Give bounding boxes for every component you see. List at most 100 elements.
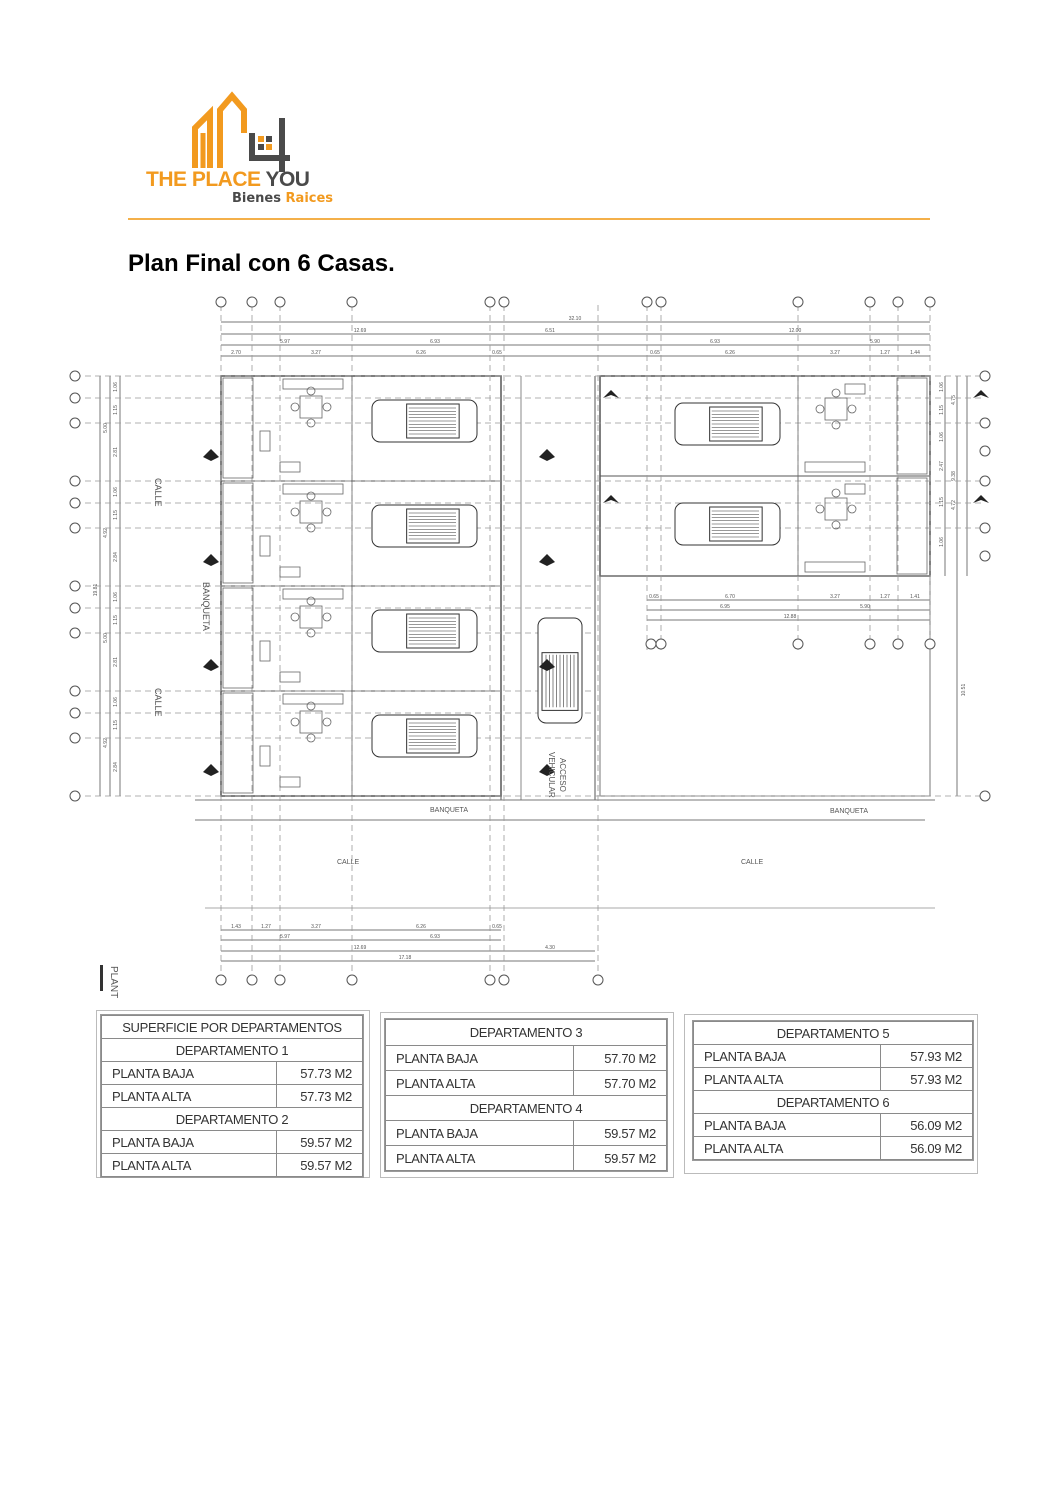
logo-brand-name: THE PLACE YOU	[146, 168, 310, 192]
dimension-label: 3.27	[830, 350, 840, 356]
dimension-label: 32.10	[569, 316, 582, 322]
company-logo: THE PLACE YOU Bienes Raices	[140, 88, 350, 213]
section-markers	[203, 390, 989, 776]
grid-bubble	[69, 475, 81, 487]
dimension-label: 5.97	[280, 934, 290, 940]
dimension-label: 2.84	[113, 552, 119, 562]
grid-bubble	[979, 522, 991, 534]
dimension-label: 1.06	[113, 697, 119, 707]
dimension-label: 6.26	[416, 350, 426, 356]
grid-bubble	[924, 296, 936, 308]
section-header: DEPARTAMENTO 1	[101, 1038, 363, 1062]
row-value: 57.73 M2	[275, 1061, 364, 1085]
grid-bubble	[864, 296, 876, 308]
grid-bubble	[979, 445, 991, 457]
dimension-label: 6.51	[545, 328, 555, 334]
dimension-label: 19.81	[93, 584, 99, 597]
section-header: DEPARTAMENTO 3	[385, 1019, 667, 1046]
row-value: 56.09 M2	[879, 1136, 974, 1160]
dimension-label: 6.70	[725, 594, 735, 600]
row-value: 57.93 M2	[879, 1044, 974, 1068]
grid-bubble	[215, 974, 227, 986]
unit-left	[222, 481, 353, 586]
grid-bubble	[246, 296, 258, 308]
grid-bubble	[484, 296, 496, 308]
dimension-label: 1.27	[880, 350, 890, 356]
grid-bubble	[979, 550, 991, 562]
car-icon	[537, 617, 583, 724]
grid-bubble	[498, 974, 510, 986]
dimension-label: 1.43	[231, 924, 241, 930]
unit-left	[222, 586, 353, 691]
dimension-label: 1.15	[939, 497, 945, 507]
label-banqueta-bottom-right: BANQUETA	[830, 808, 868, 815]
dimension-label: 12.69	[354, 945, 367, 951]
label-banqueta-left: BANQUETA	[201, 582, 211, 631]
car-icon	[371, 714, 478, 758]
dimension-label: 1.06	[113, 382, 119, 392]
dimension-label: 3.27	[311, 924, 321, 930]
dimension-label: 6.93	[430, 934, 440, 940]
grid-bubble	[69, 580, 81, 592]
label-calle-bottom-left: CALLE	[337, 859, 360, 866]
dimension-label: 1.06	[113, 487, 119, 497]
grid-bubble	[346, 974, 358, 986]
section-header: DEPARTAMENTO 2	[101, 1107, 363, 1131]
dimension-label: 4.75	[951, 395, 957, 405]
dimension-label: 1.15	[939, 405, 945, 415]
section-header: DEPARTAMENTO 5	[693, 1021, 973, 1045]
row-value: 57.70 M2	[573, 1045, 667, 1071]
car-icon	[371, 609, 478, 653]
dimension-label: 5.00	[103, 633, 109, 643]
dimension-label: 12.00	[789, 328, 802, 334]
grid-bubble	[69, 685, 81, 697]
dimension-label: 0.65	[650, 350, 660, 356]
grid-bubble	[69, 732, 81, 744]
grid-bubble	[246, 974, 258, 986]
car-icon	[371, 504, 478, 548]
grid-bubble	[792, 638, 804, 650]
row-value: 57.93 M2	[879, 1067, 974, 1091]
cars	[371, 399, 781, 758]
table-title: SUPERFICIE POR DEPARTAMENTOS	[101, 1015, 363, 1039]
label-calle-left-top: CALLE	[153, 478, 163, 507]
dimension-label: 6.95	[720, 604, 730, 610]
table-frame-2	[380, 1012, 674, 1178]
dimension-label: 1.44	[910, 350, 920, 356]
grid-bubble	[69, 627, 81, 639]
grid-axis-markers	[69, 296, 991, 986]
table-frame-3	[684, 1014, 978, 1174]
grid-bubble	[274, 296, 286, 308]
dimension-label: 0.65	[492, 350, 502, 356]
dimension-label: 4.92	[103, 528, 109, 538]
dimension-label: 3.27	[830, 594, 840, 600]
grid-bubble	[69, 602, 81, 614]
floor-plan-drawing: CALLE CALLE BANQUETA BANQUETA BANQUETA C…	[69, 296, 991, 998]
label-plant: PLANT	[108, 966, 119, 998]
dimension-label: 1.27	[261, 924, 271, 930]
row-label: PLANTA BAJA	[693, 1044, 881, 1068]
label-acceso: ACCESO	[558, 758, 567, 792]
dimension-label: 1.15	[113, 720, 119, 730]
dimension-label: 9.38	[951, 471, 957, 481]
dimension-label: 1.06	[939, 382, 945, 392]
grid-bubble	[69, 707, 81, 719]
grid-bubble	[979, 370, 991, 382]
dimension-label: 10.51	[961, 684, 967, 697]
row-value: 59.57 M2	[275, 1153, 364, 1177]
grid-bubble	[979, 417, 991, 429]
row-value: 56.09 M2	[879, 1113, 974, 1137]
label-banqueta-bottom-left: BANQUETA	[430, 807, 468, 814]
unit-right	[797, 376, 928, 476]
grid-bubble	[69, 497, 81, 509]
dimension-label: 1.06	[939, 432, 945, 442]
grid-bubble	[592, 974, 604, 986]
dimension-label: 1.15	[113, 615, 119, 625]
